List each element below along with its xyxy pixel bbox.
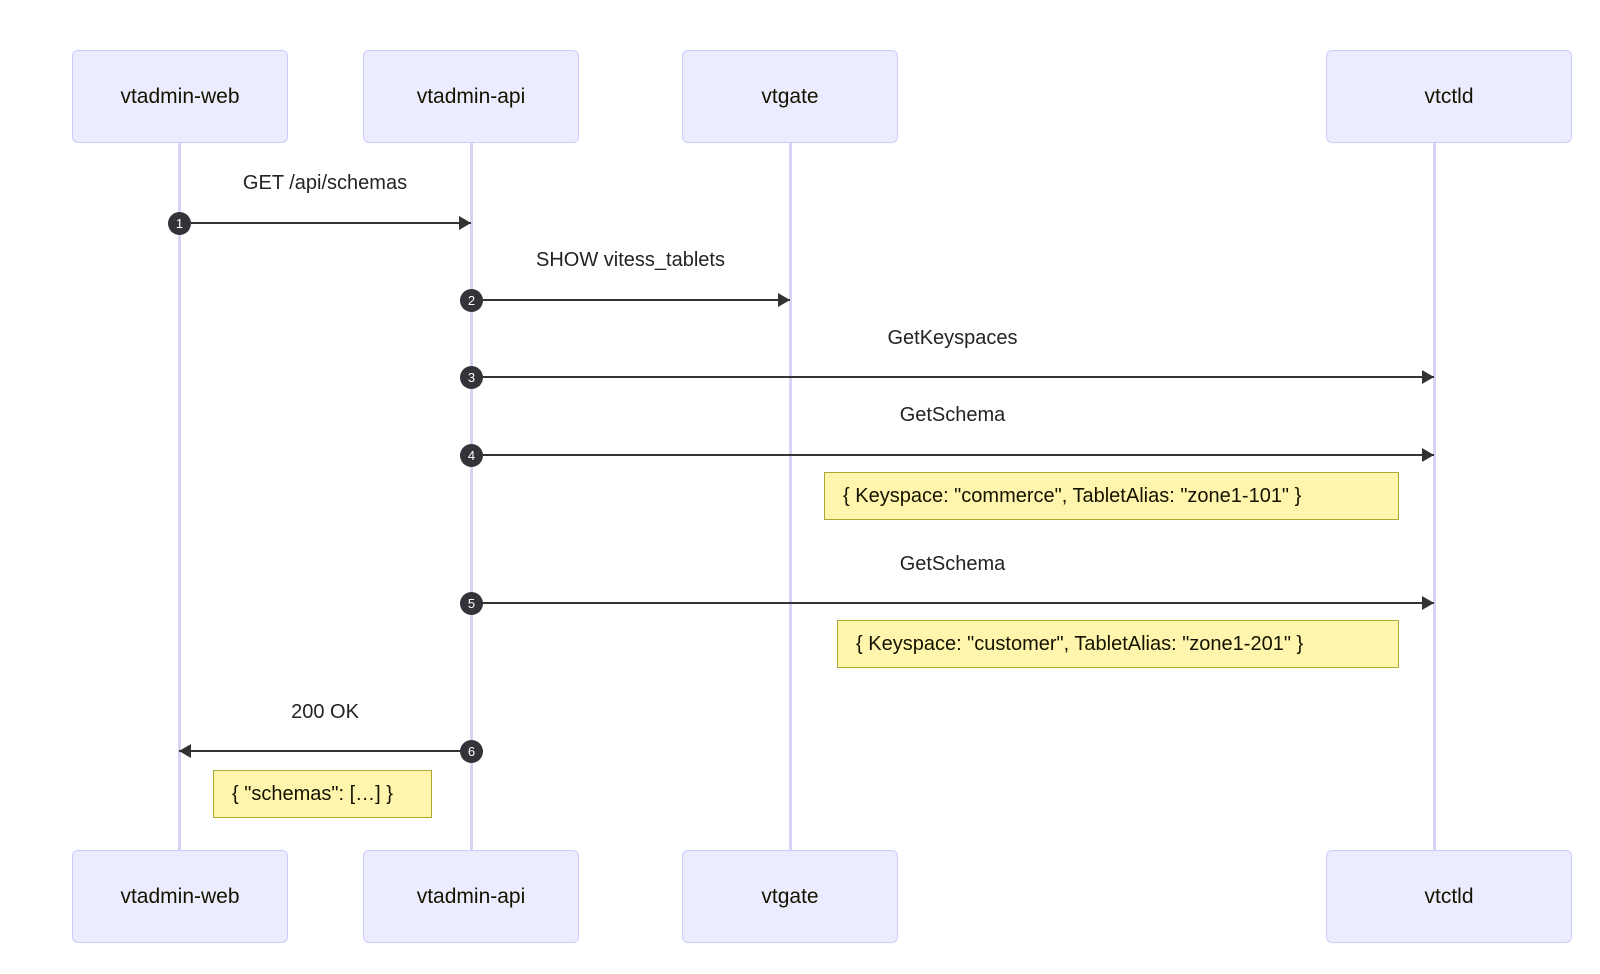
- message-line-5: [471, 602, 1434, 604]
- participant-label-vtadmin-api: vtadmin-api: [416, 884, 526, 908]
- sequence-number-6: 6: [460, 740, 483, 763]
- sequence-number-2: 2: [460, 289, 483, 312]
- message-label-5: GetSchema: [899, 553, 1006, 575]
- participant-box-bottom-vtgate[interactable]: vtgate: [682, 850, 898, 943]
- note-text-1: { Keyspace: "commerce", TabletAlias: "zo…: [843, 484, 1302, 507]
- message-arrowhead-2: [778, 293, 790, 307]
- message-label-1: GET /api/schemas: [242, 172, 408, 194]
- participant-label-vtadmin-web: vtadmin-web: [120, 84, 240, 108]
- message-line-4: [471, 454, 1434, 456]
- sequence-number-1: 1: [168, 212, 191, 235]
- message-label-4: GetSchema: [899, 404, 1006, 426]
- lifeline-vtadmin-web: [178, 143, 181, 850]
- participant-label-vtctld: vtctld: [1424, 884, 1474, 908]
- participant-box-top-vtadmin-api[interactable]: vtadmin-api: [363, 50, 579, 143]
- message-arrowhead-4: [1422, 448, 1434, 462]
- message-line-6: [179, 750, 471, 752]
- message-line-1: [179, 222, 471, 224]
- participant-label-vtgate: vtgate: [761, 884, 819, 908]
- participant-box-top-vtadmin-web[interactable]: vtadmin-web: [72, 50, 288, 143]
- participant-label-vtctld: vtctld: [1424, 84, 1474, 108]
- note-box-3[interactable]: { "schemas": […] }: [213, 770, 432, 818]
- message-label-6: 200 OK: [291, 701, 359, 723]
- sequence-number-5: 5: [460, 592, 483, 615]
- participant-label-vtadmin-api: vtadmin-api: [416, 84, 526, 108]
- note-text-2: { Keyspace: "customer", TabletAlias: "zo…: [856, 632, 1304, 655]
- message-arrowhead-5: [1422, 596, 1434, 610]
- note-box-1[interactable]: { Keyspace: "commerce", TabletAlias: "zo…: [824, 472, 1399, 520]
- participant-box-bottom-vtadmin-api[interactable]: vtadmin-api: [363, 850, 579, 943]
- participant-box-bottom-vtadmin-web[interactable]: vtadmin-web: [72, 850, 288, 943]
- message-arrowhead-1: [459, 216, 471, 230]
- sequence-number-4: 4: [460, 444, 483, 467]
- sequence-number-3: 3: [460, 366, 483, 389]
- message-arrowhead-6: [179, 744, 191, 758]
- lifeline-vtgate: [789, 143, 792, 850]
- message-arrowhead-3: [1422, 370, 1434, 384]
- message-line-3: [471, 376, 1434, 378]
- participant-box-bottom-vtctld[interactable]: vtctld: [1326, 850, 1572, 943]
- participant-box-top-vtctld[interactable]: vtctld: [1326, 50, 1572, 143]
- message-label-2: SHOW vitess_tablets: [536, 249, 725, 271]
- participant-box-top-vtgate[interactable]: vtgate: [682, 50, 898, 143]
- message-label-3: GetKeyspaces: [887, 327, 1018, 349]
- lifeline-vtadmin-api: [470, 143, 473, 850]
- participant-label-vtgate: vtgate: [761, 84, 819, 108]
- participant-label-vtadmin-web: vtadmin-web: [120, 884, 240, 908]
- message-line-2: [471, 299, 790, 301]
- note-text-3: { "schemas": […] }: [232, 782, 393, 805]
- note-box-2[interactable]: { Keyspace: "customer", TabletAlias: "zo…: [837, 620, 1399, 668]
- lifeline-vtctld: [1433, 143, 1436, 850]
